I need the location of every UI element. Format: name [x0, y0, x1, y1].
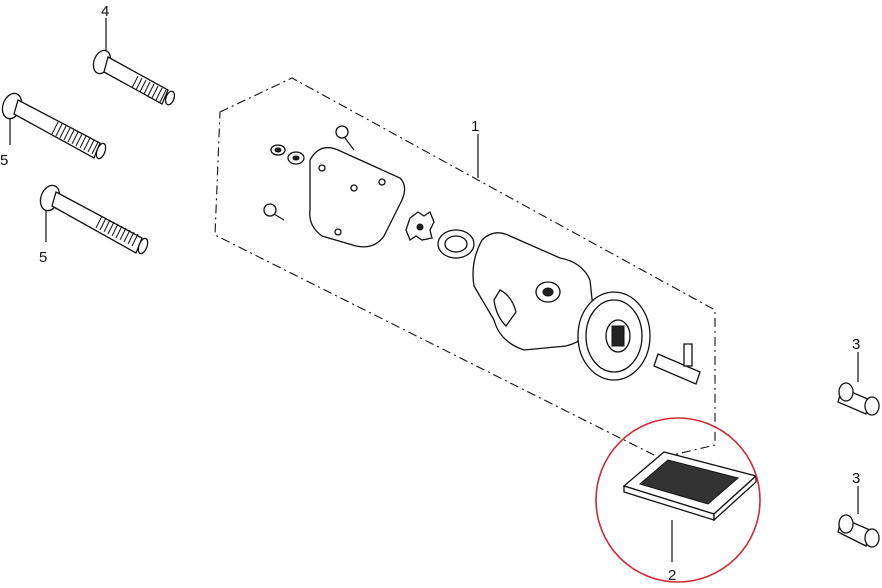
oil-strainer-part-2[interactable]	[622, 451, 758, 562]
pump-shaft	[653, 343, 701, 385]
callout-5-upper: 5	[0, 152, 8, 169]
oil-pump-assembly-part-1[interactable]	[214, 77, 716, 459]
callout-3-lower: 3	[852, 470, 860, 487]
bolt-part-5-upper[interactable]	[0, 91, 107, 160]
pump-cover-plate	[309, 146, 406, 248]
bolt-part-4[interactable]	[90, 18, 176, 106]
dowel-pin-part-3-upper[interactable]	[837, 352, 880, 416]
dowel-pin-part-3-lower[interactable]	[837, 486, 880, 548]
washer-screw-group	[263, 125, 355, 221]
callout-2: 2	[668, 567, 676, 584]
callout-4: 4	[101, 3, 109, 20]
drive-gear	[577, 291, 651, 381]
bolt-part-5-lower[interactable]	[37, 183, 149, 255]
callout-5-lower: 5	[39, 249, 47, 266]
callout-3-upper: 3	[852, 336, 860, 353]
pump-body	[472, 232, 595, 351]
highlight-circle	[595, 417, 761, 583]
callout-1: 1	[471, 118, 479, 135]
